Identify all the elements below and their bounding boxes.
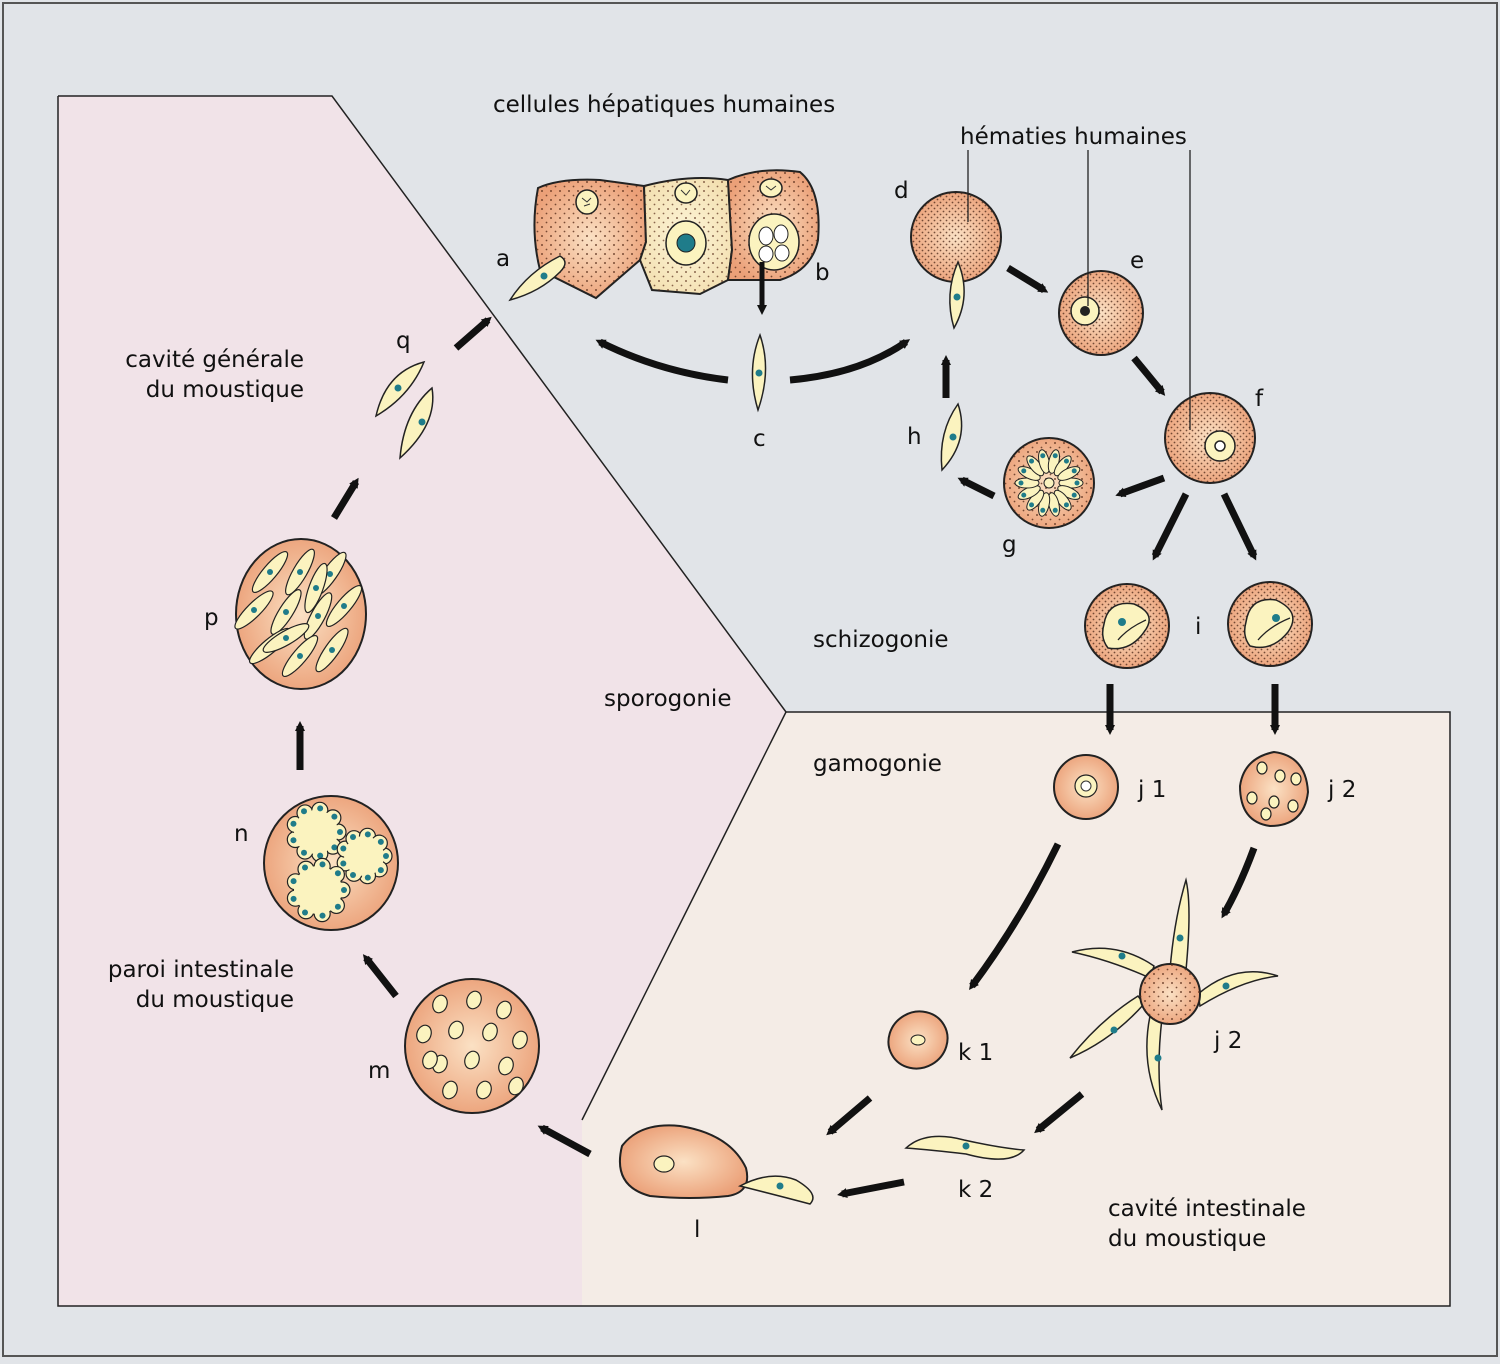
- stage-letter-d: d: [894, 178, 909, 204]
- stage-letter-n: n: [234, 821, 249, 847]
- stage-f-red-cell: [1164, 392, 1256, 484]
- stage-letter-p: p: [204, 605, 219, 631]
- stage-letter-i: i: [1195, 614, 1201, 640]
- stage-i-gametocytes: [1084, 581, 1313, 669]
- stage-letter-k2: k 2: [958, 1177, 993, 1203]
- label-red-cells: hématies humaines: [960, 124, 1187, 150]
- arrow-c-a: [595, 338, 729, 384]
- stage-letter-c: c: [753, 426, 766, 452]
- arrow-m-n: [362, 954, 399, 999]
- stage-letter-f: f: [1255, 386, 1264, 412]
- arrow-j2-k2: [1034, 1091, 1085, 1134]
- arrow-g-h: [957, 476, 996, 500]
- stage-letter-l: l: [694, 1217, 700, 1243]
- stage-letter-q: q: [396, 328, 411, 354]
- stage-c-merozoite: [751, 332, 767, 413]
- arrow-k1-l: [826, 1095, 873, 1136]
- stage-d-red-cell: [910, 191, 1002, 330]
- stage-q-sporozoites: [374, 360, 434, 460]
- stage-j2-exflagellation: [1069, 877, 1279, 1111]
- stage-letter-k1: k 1: [958, 1040, 993, 1066]
- label-gut-cavity-1: cavité intestinale: [1108, 1196, 1306, 1222]
- stage-letter-j1: j 1: [1137, 777, 1166, 803]
- arrow-e-f: [1131, 355, 1166, 396]
- stage-j1-macrogamete: [1053, 754, 1119, 820]
- label-schizogony: schizogonie: [813, 627, 949, 653]
- stage-j2-microgametocyte: [1238, 750, 1310, 828]
- label-gamogony: gamogonie: [813, 751, 942, 777]
- stage-letter-h: h: [907, 424, 922, 450]
- red-cells-leaders: [967, 150, 1191, 430]
- stage-letter-g: g: [1002, 532, 1017, 558]
- arrow-k2-l: [837, 1178, 905, 1198]
- arrow-f-i2: [1220, 492, 1258, 561]
- label-sporogony: sporogonie: [604, 686, 731, 712]
- label-liver-cells: cellules hépatiques humaines: [493, 92, 835, 118]
- stage-letter-e: e: [1130, 248, 1144, 274]
- stage-k2-microgamete: [904, 1135, 1026, 1160]
- stage-n-oocyst: [263, 795, 399, 931]
- arrow-j2-j2: [1220, 846, 1258, 919]
- zone-divider: [581, 711, 787, 1121]
- arrow-f-i1: [1151, 492, 1190, 561]
- arrow-c-d: [789, 339, 911, 384]
- stage-letter-m: m: [368, 1058, 390, 1084]
- label-general-cavity-2: du moustique: [146, 377, 304, 403]
- gut-zone: [582, 712, 1450, 1306]
- stage-letter-j2-top: j 2: [1327, 777, 1356, 803]
- stage-h-merozoite: [940, 402, 963, 472]
- stage-letter-a: a: [496, 246, 510, 272]
- stage-k1-macrogamete: [887, 1010, 949, 1070]
- zone-border: [57, 95, 1451, 1307]
- arrow-l-m: [537, 1124, 592, 1158]
- stage-e-red-cell: [1058, 270, 1144, 356]
- stage-m-oocyst: [404, 978, 540, 1114]
- stage-p-mature-oocyst: [234, 538, 367, 690]
- label-gut-wall-2: du moustique: [136, 987, 294, 1013]
- stage-l-ookinete: [618, 1124, 814, 1205]
- label-gut-cavity-2: du moustique: [1108, 1226, 1266, 1252]
- liver-cells: [508, 169, 820, 302]
- arrow-j1-k1: [969, 842, 1062, 991]
- label-general-cavity-1: cavité générale: [125, 347, 304, 373]
- stage-letter-b: b: [815, 260, 830, 286]
- arrow-d-e: [1006, 265, 1049, 293]
- arrow-p-q: [331, 477, 359, 520]
- stage-g-schizont: [1003, 437, 1095, 529]
- stage-letter-j2-bottom: j 2: [1213, 1028, 1242, 1054]
- arrow-f-g: [1115, 474, 1166, 498]
- arrow-q-a: [453, 316, 492, 351]
- label-gut-wall-1: paroi intestinale: [108, 957, 294, 983]
